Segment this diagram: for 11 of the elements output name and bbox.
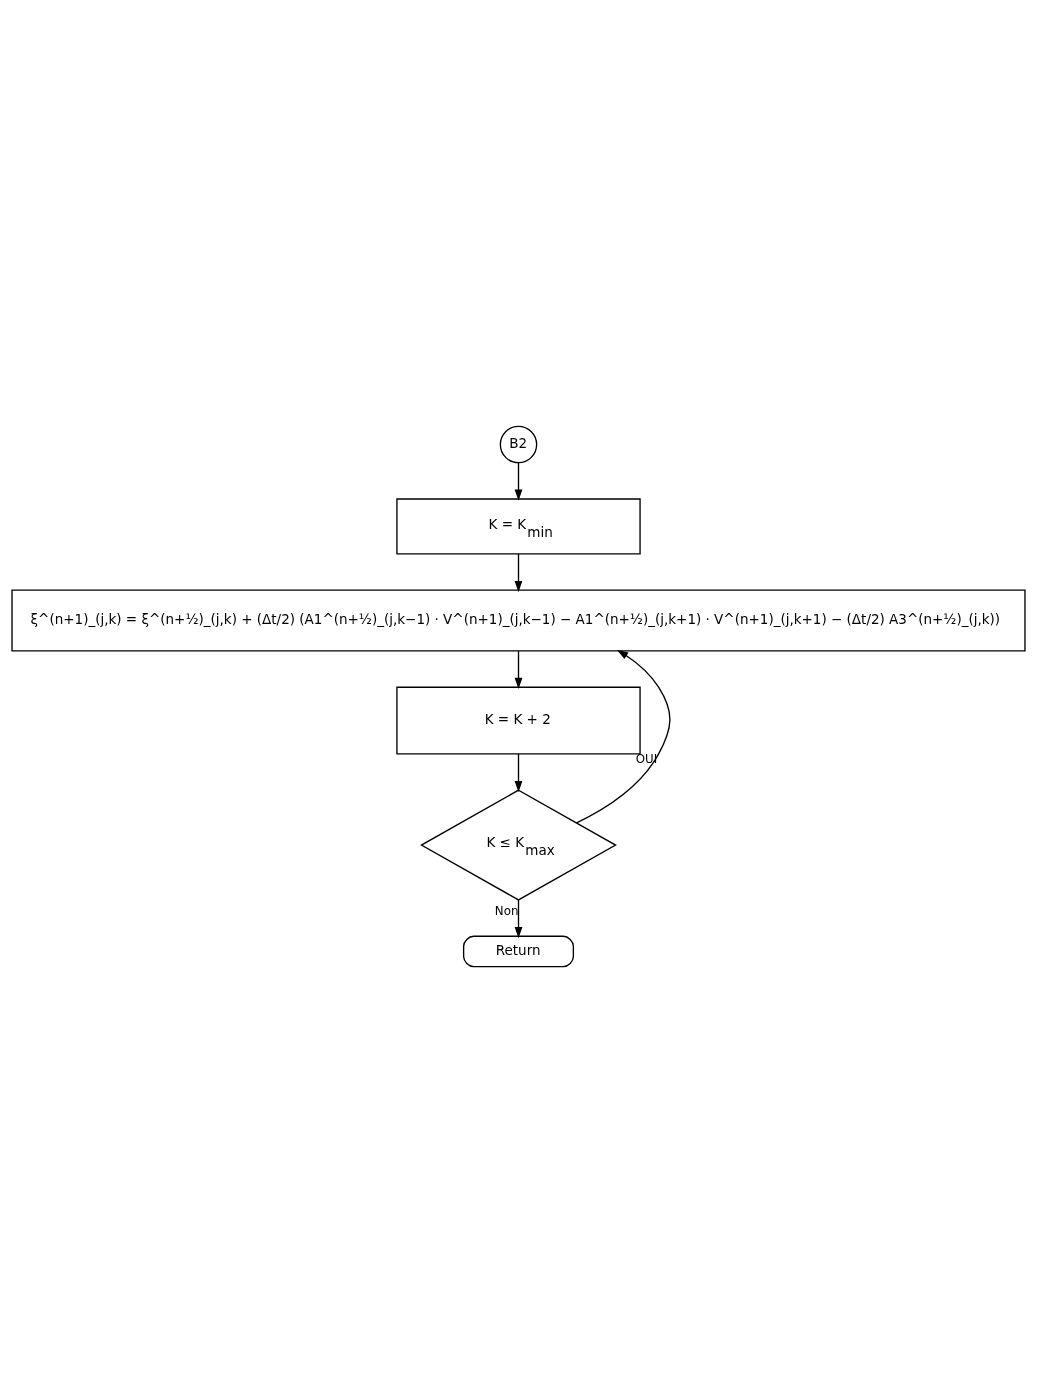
node-box: Return xyxy=(462,935,575,967)
arrow xyxy=(576,649,671,823)
node-circle: B2 xyxy=(499,425,538,463)
arrow xyxy=(514,752,523,792)
node-box: K = K + 2 xyxy=(396,686,641,755)
edge-label: Non xyxy=(494,903,519,918)
arrow xyxy=(514,898,523,938)
node-box: ξ^(n+1)_(j,k) = ξ^(n+½)_(j,k) + (Δt/2) (A1^(n+½)_(j,k−1) · V^(n+1)_(j,k−1) − A1^(n+½)_(j,k+1) · V^(n+1)_(j,k+1) − (Δt/2) A3^(n+½)_(j,k)) xyxy=(11,588,1026,652)
arrow xyxy=(514,649,523,689)
arrow xyxy=(514,552,523,592)
arrow xyxy=(514,461,523,501)
